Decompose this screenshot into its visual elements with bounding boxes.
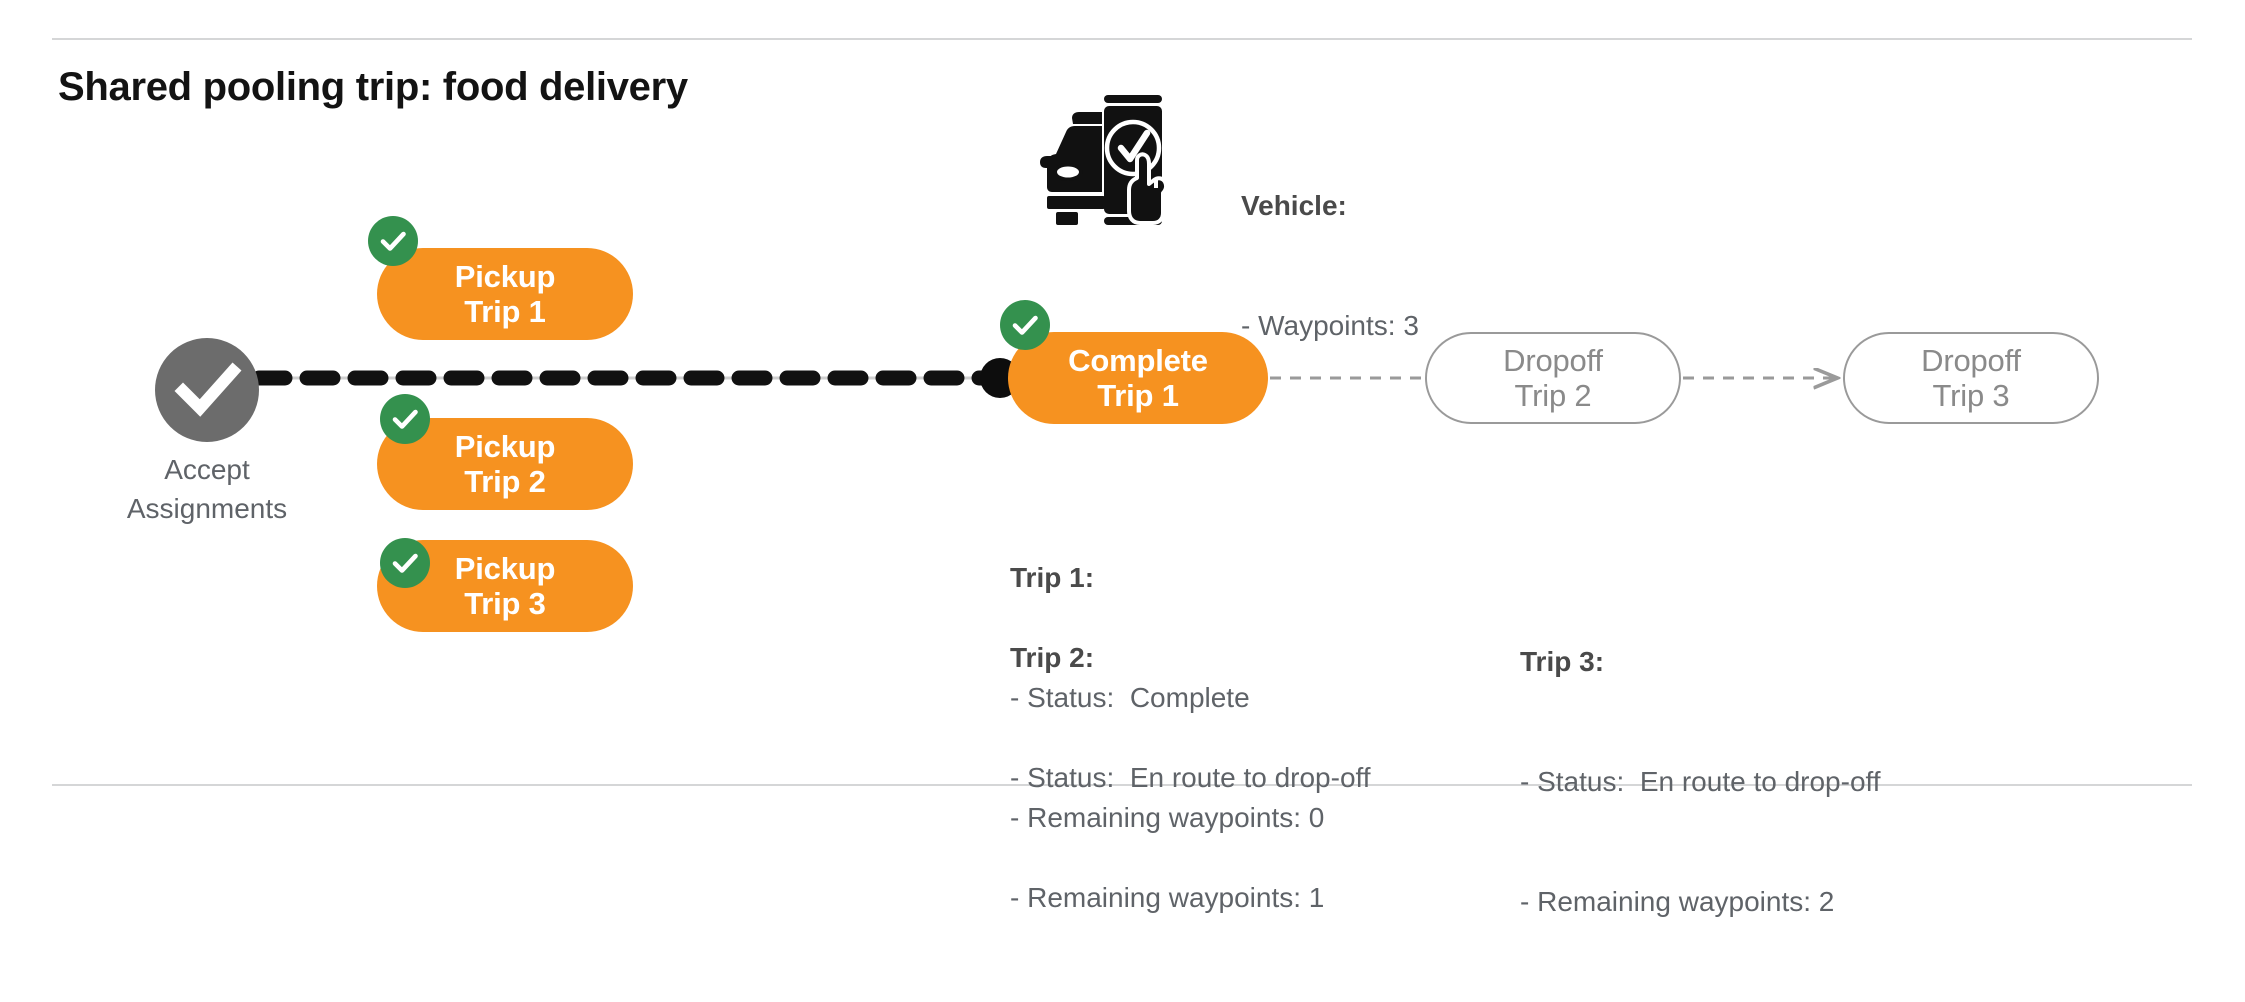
accept-assignments-label: Accept Assignments (95, 450, 319, 528)
trip-3-info-block: Trip 3: - Status: En route to drop-off -… (1520, 562, 1881, 1002)
pickup-trip-1-check-icon (368, 216, 418, 266)
pickup-trip-2-label: Pickup Trip 2 (454, 428, 556, 499)
divider-top (52, 38, 2192, 40)
trip-1-info-block: Trip 1: - Status: Complete - Remaining w… (1010, 478, 1324, 918)
pickup-trip-3-label: Pickup Trip 3 (454, 550, 556, 621)
trip-2-waypoints: - Remaining waypoints: 1 (1010, 882, 1325, 913)
diagram-slide: Shared pooling trip: food delivery Accep… (52, 38, 2192, 917)
trip-2-status: - Status: En route to drop-off (1010, 762, 1371, 793)
pickup-trip-3-check-icon (380, 538, 430, 588)
trip-2-heading-row: Trip 2: (1010, 638, 1371, 678)
trip-2-heading: Trip 2: (1010, 642, 1095, 673)
trip-3-status: - Status: En route to drop-off (1520, 766, 1881, 797)
accept-assignments-node[interactable]: Accept Assignments (127, 338, 287, 524)
page-title: Shared pooling trip: food delivery (58, 65, 688, 109)
vehicle-info-heading: Vehicle: (1241, 190, 1347, 221)
pickup-trip-1-label: Pickup Trip 1 (454, 258, 556, 329)
pickup-trip-3-pill[interactable]: Pickup Trip 3 (377, 540, 633, 632)
trip-3-heading: Trip 3: (1520, 646, 1605, 677)
trip-1-status: - Status: Complete (1010, 682, 1250, 713)
accept-label-line-1: Accept (164, 454, 250, 485)
check-circle-icon (155, 338, 259, 442)
vehicle-info-waypoints: - Waypoints: 3 (1241, 310, 1419, 341)
trip-3-waypoints: - Remaining waypoints: 2 (1520, 886, 1835, 917)
trip-1-heading: Trip 1: (1010, 562, 1095, 593)
pickup-trip-1-pill[interactable]: Pickup Trip 1 (377, 248, 633, 340)
vehicle-info-heading-row: Vehicle: (1241, 186, 1419, 226)
trip-1-heading-row: Trip 1: (1010, 558, 1324, 598)
vehicle-info-block: Vehicle: - Waypoints: 3 (1241, 106, 1419, 426)
car-phone-check-icon (1036, 88, 1188, 226)
trip-2-info-block: Trip 2: - Status: En route to drop-off -… (1010, 558, 1371, 998)
complete-trip-1-pill[interactable]: Complete Trip 1 (1008, 332, 1268, 424)
complete-trip-1-label: Complete Trip 1 (1068, 342, 1208, 413)
accept-label-line-2: Assignments (126, 493, 288, 524)
complete-trip-1-check-icon (1000, 300, 1050, 350)
dropoff-trip-3-label: Dropoff Trip 3 (1921, 342, 2021, 413)
divider-bottom (52, 784, 2192, 786)
pickup-trip-2-check-icon (380, 394, 430, 444)
trip-3-heading-row: Trip 3: (1520, 642, 1881, 682)
dropoff-trip-2-pill[interactable]: Dropoff Trip 2 (1425, 332, 1681, 424)
dropoff-trip-3-pill[interactable]: Dropoff Trip 3 (1843, 332, 2099, 424)
dropoff-trip-2-label: Dropoff Trip 2 (1503, 342, 1603, 413)
